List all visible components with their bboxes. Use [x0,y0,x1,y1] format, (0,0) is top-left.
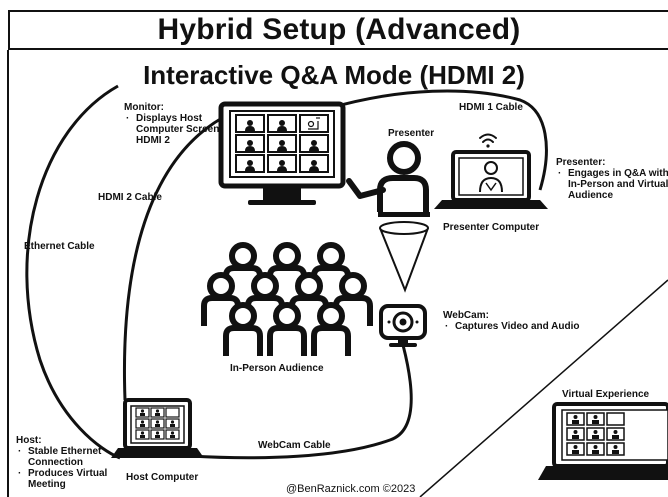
wifi-icon [479,133,497,148]
hdmi2-cable [123,116,223,401]
monitor-note: Monitor: Displays Host Computer Screen H… [124,102,224,146]
presenter-laptop-icon [434,150,548,209]
webcam-icon [379,304,427,347]
webcam-cable-label: WebCam Cable [258,440,331,451]
presenter-label: Presenter [388,128,435,139]
webcam-note-item: Captures Video and Audio [443,321,579,332]
host-laptop-icon [111,398,204,458]
presenter-icon [346,141,430,217]
webcam-beam [379,227,429,293]
ethernet-cable [25,84,121,460]
ethernet-cable-label: Ethernet Cable [24,241,95,252]
virtual-laptop-icon [538,402,668,480]
host-heading: Host: [16,435,42,446]
presenter-note: Presenter: Engages in Q&A with In-Person… [556,157,668,201]
host-note-item: Produces Virtual Meeting [16,468,120,490]
virtual-divider [419,279,668,497]
page-subtitle: Interactive Q&A Mode (HDMI 2) [143,60,525,90]
hdmi1-cable-label: HDMI 1 Cable [459,102,523,113]
audience-label: In-Person Audience [230,363,324,374]
webcam-cable [189,344,413,460]
presenter-heading: Presenter: [556,157,606,168]
title-banner: Hybrid Setup (Advanced) [8,10,668,50]
audience-icon [204,245,370,356]
host-note: Host: Stable Ethernet Connection Produce… [16,435,120,490]
monitor-heading: Monitor: [124,102,164,113]
hdmi1-cable [329,89,548,191]
host-computer-label: Host Computer [126,472,199,483]
host-note-item: Stable Ethernet Connection [16,446,120,468]
virtual-label: Virtual Experience [562,389,650,400]
monitor-note-item: Displays Host Computer Screen HDMI 2 [124,113,224,146]
credit-text: @BenRaznick.com ©2023 [286,483,416,495]
hdmi2-cable-label: HDMI 2 Cable [98,192,162,203]
webcam-note: WebCam: Captures Video and Audio [443,310,579,332]
hand-raised-icon [307,117,320,130]
presenter-note-item: Engages in Q&A with In-Person and Virtua… [556,168,668,201]
presenter-computer-label: Presenter Computer [443,222,540,233]
page-title: Hybrid Setup (Advanced) [157,13,521,46]
monitor-icon [218,101,346,205]
webcam-heading: WebCam: [443,310,489,321]
